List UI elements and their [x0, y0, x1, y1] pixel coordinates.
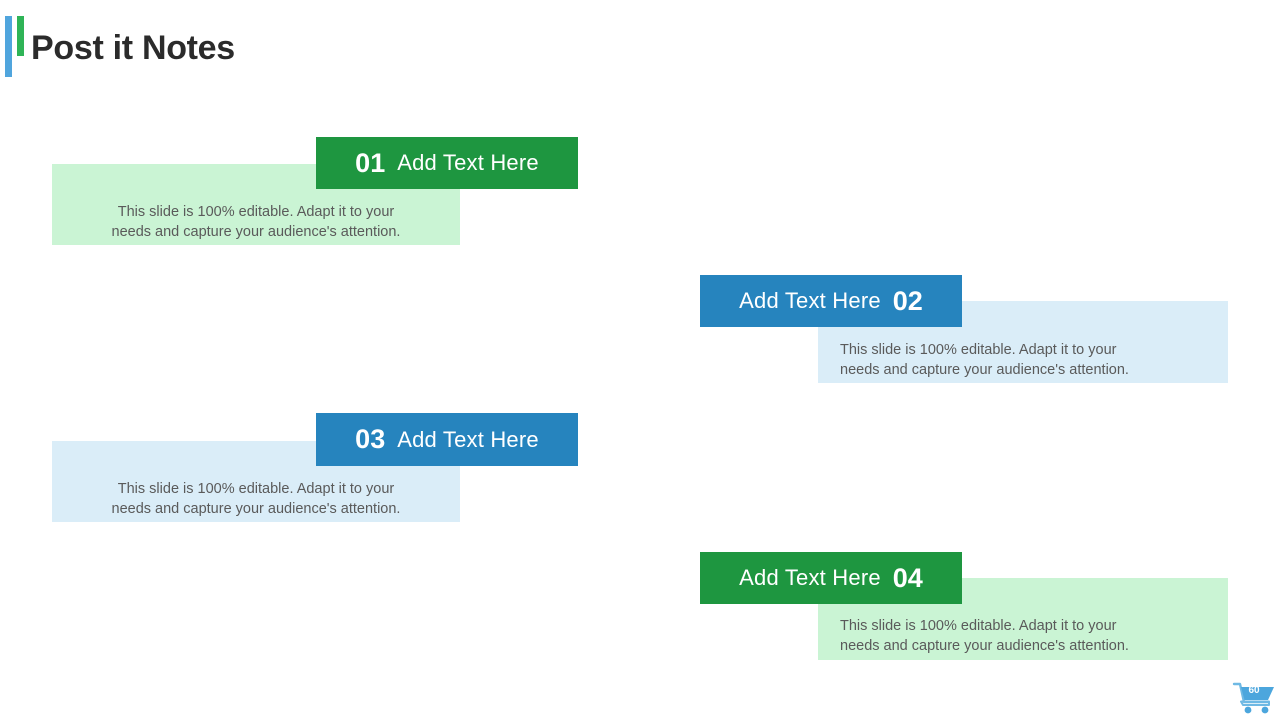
note-heading-01: Add Text Here: [397, 150, 539, 175]
accent-bar-green: [17, 16, 24, 56]
note-number-01: 01: [355, 147, 386, 178]
shopping-cart-icon[interactable]: 60: [1232, 681, 1276, 714]
note-number-04: 04: [892, 562, 923, 593]
note-heading-02: Add Text Here: [739, 288, 881, 313]
note-number-02: 02: [892, 285, 923, 316]
note-header-02[interactable]: Add Text Here 02: [700, 275, 962, 327]
slide-header: Post it Notes: [0, 0, 1280, 100]
note-number-03: 03: [355, 424, 386, 454]
note-header-01[interactable]: 01 Add Text Here: [316, 137, 578, 189]
note-heading-04: Add Text Here: [739, 565, 881, 590]
accent-bar-blue: [5, 16, 12, 77]
page-title: Post it Notes: [31, 29, 235, 67]
note-header-04[interactable]: Add Text Here 04: [700, 552, 962, 604]
note-body-03: This slide is 100% editable. Adapt it to…: [111, 481, 401, 517]
note-body-02: This slide is 100% editable. Adapt it to…: [840, 342, 1129, 378]
note-body-01: This slide is 100% editable. Adapt it to…: [111, 204, 401, 240]
note-heading-03: Add Text Here: [397, 426, 539, 452]
note-body-04: This slide is 100% editable. Adapt it to…: [840, 618, 1129, 654]
note-header-03[interactable]: 03 Add Text Here: [316, 413, 578, 466]
